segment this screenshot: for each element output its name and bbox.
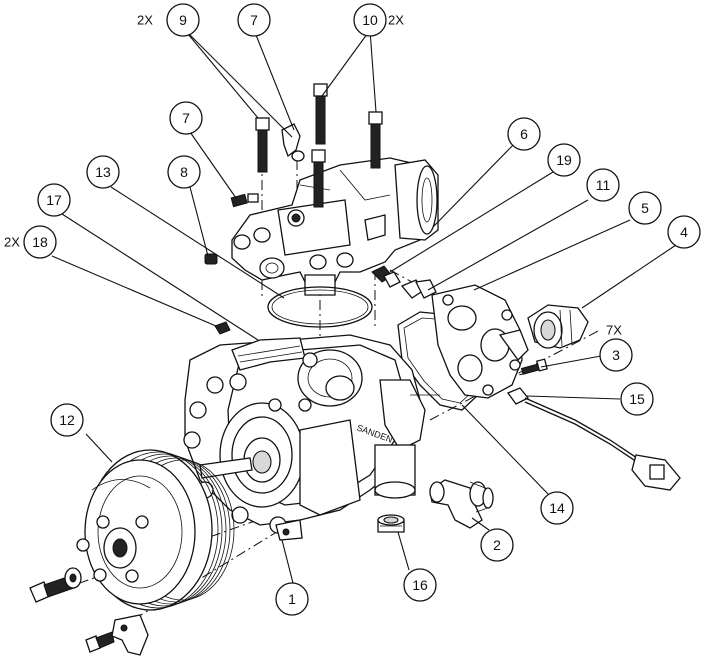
callout-19: 19 — [547, 143, 581, 177]
callout-7-top-label: 7 — [250, 12, 258, 28]
callout-17-label: 17 — [46, 192, 62, 208]
top-manifold-housing — [231, 157, 439, 296]
callout-18: 18 — [23, 225, 57, 259]
callout-15: 15 — [620, 382, 654, 416]
callout-5: 5 — [628, 191, 662, 225]
callout-11: 11 — [586, 168, 620, 202]
callout-3-label: 3 — [612, 347, 620, 363]
callout-16: 16 — [403, 568, 437, 602]
callout-9: 9 — [166, 3, 200, 37]
callout-10: 10 — [353, 3, 387, 37]
callout-6: 6 — [507, 117, 541, 151]
callout-10-multiplier: 2X — [388, 13, 404, 28]
callout-9-label: 9 — [179, 12, 187, 28]
callout-15-label: 15 — [629, 391, 645, 407]
plug-16 — [377, 514, 405, 533]
callout-13-label: 13 — [95, 164, 111, 180]
callout-2-label: 2 — [493, 537, 501, 553]
pulley-12 — [76, 449, 235, 611]
callout-2: 2 — [480, 528, 514, 562]
callout-13: 13 — [86, 155, 120, 189]
callout-19-label: 19 — [556, 152, 572, 168]
callout-3: 3 — [599, 338, 633, 372]
callout-18-label: 18 — [32, 234, 48, 250]
callout-3-multiplier: 7X — [606, 323, 622, 338]
callout-8-label: 8 — [180, 164, 188, 180]
callout-16-label: 16 — [412, 577, 428, 593]
callout-6-label: 6 — [520, 126, 528, 142]
callout-14-label: 14 — [549, 500, 565, 516]
callout-12-label: 12 — [59, 412, 75, 428]
fittings-19-11 — [371, 265, 437, 299]
compressor-body: SANDEN — [183, 321, 440, 541]
callout-14: 14 — [540, 491, 574, 525]
elbow-fitting-2 — [429, 479, 494, 529]
fitting-4 — [527, 304, 589, 349]
callout-10-label: 10 — [362, 12, 378, 28]
callout-1: 1 — [275, 582, 309, 616]
callout-8: 8 — [167, 155, 201, 189]
o-ring-13 — [267, 286, 373, 328]
callout-1-label: 1 — [288, 591, 296, 607]
callout-4-label: 4 — [680, 224, 688, 240]
callout-11-label: 11 — [596, 177, 611, 193]
callout-17: 17 — [37, 183, 71, 217]
leader-lines — [51, 27, 677, 584]
callout-7-top: 7 — [237, 3, 271, 37]
callout-9-multiplier: 2X — [137, 13, 153, 28]
front-bolt-washer — [29, 567, 149, 656]
callout-18-multiplier: 2X — [4, 235, 20, 250]
callout-7-lower: 7 — [169, 101, 203, 135]
callout-5-label: 5 — [641, 200, 649, 216]
callout-4: 4 — [667, 215, 701, 249]
bolt-3-sensor-15 — [506, 358, 681, 491]
callout-12: 12 — [50, 403, 84, 437]
callout-7-lower-label: 7 — [182, 110, 190, 126]
